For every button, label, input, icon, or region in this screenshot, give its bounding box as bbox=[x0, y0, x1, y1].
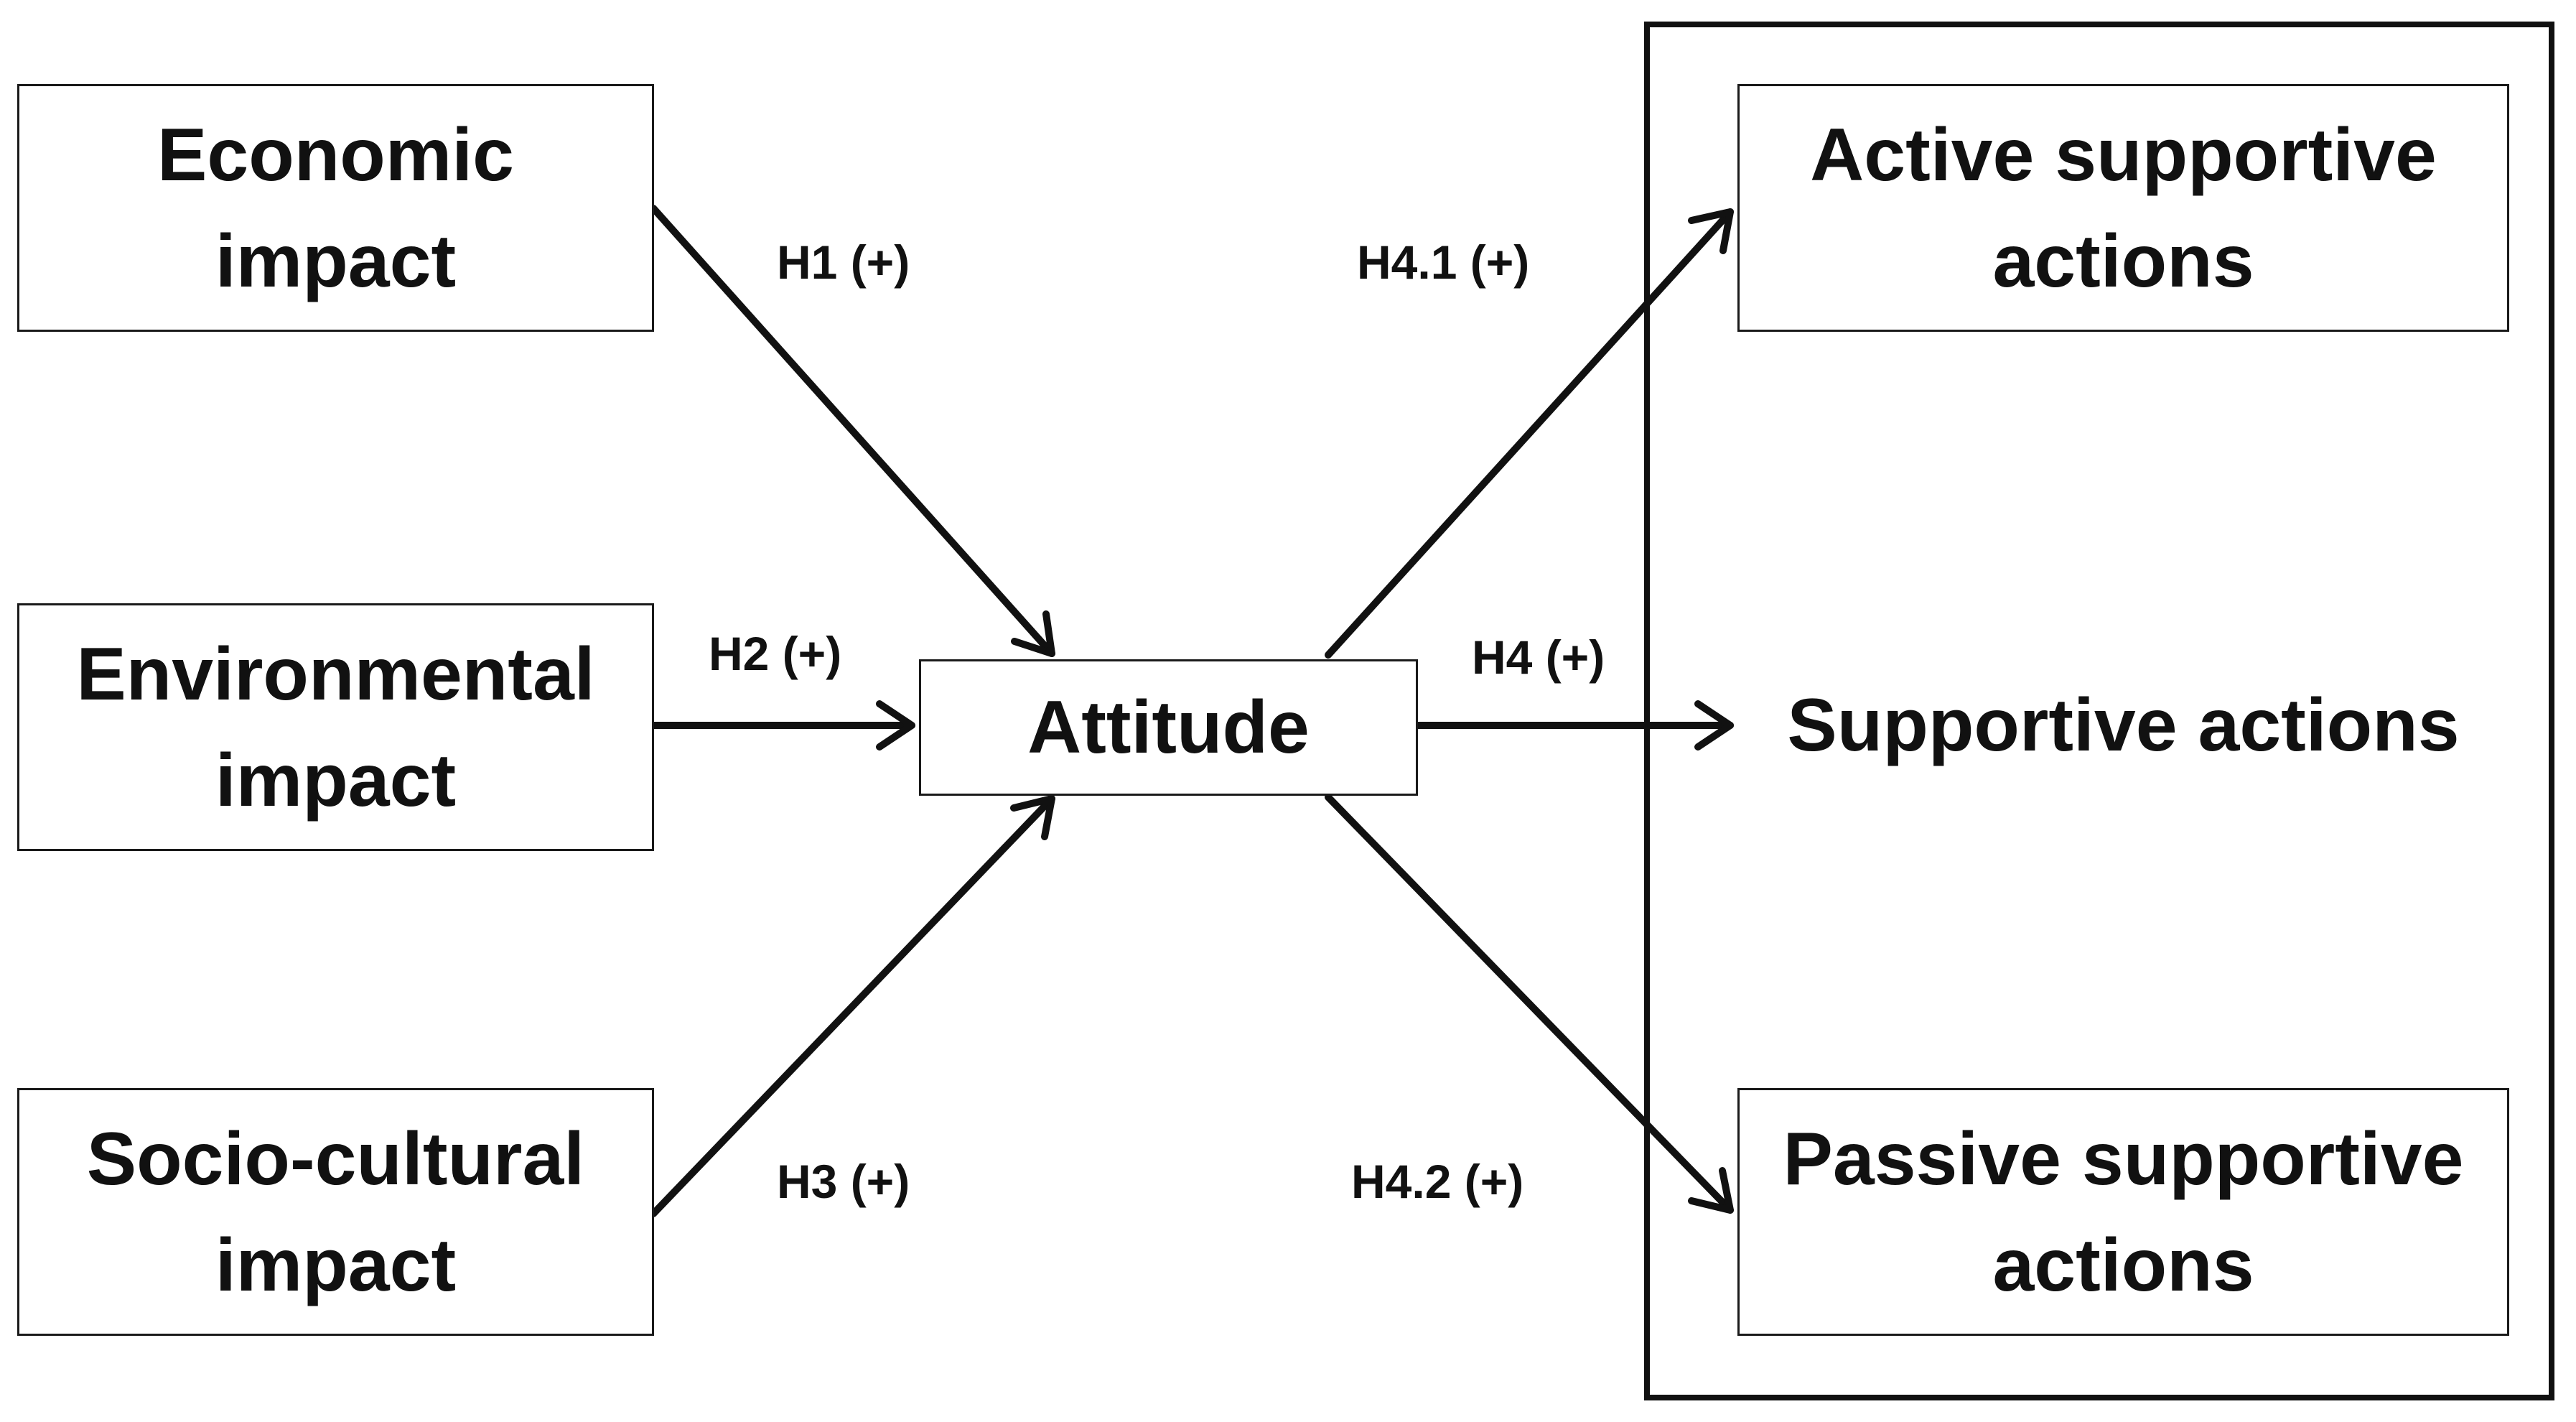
passive-supportive-actions-box: Passive supportive actions bbox=[1737, 1088, 2509, 1336]
hypothesis-label-h4-2: H4.2 (+) bbox=[1351, 1155, 1524, 1208]
passive-supportive-line2: actions bbox=[1992, 1223, 2254, 1307]
hypothesis-label-h4: H4 (+) bbox=[1472, 631, 1605, 684]
hypothesis-label-h1: H1 (+) bbox=[777, 236, 910, 289]
arrowhead-h2 bbox=[876, 700, 915, 750]
arrowhead-h4-1 bbox=[1688, 208, 1734, 254]
socio-cultural-impact-line2: impact bbox=[215, 1223, 457, 1307]
arrowhead-h4-2 bbox=[1688, 1167, 1734, 1214]
arrow-h4-1 bbox=[1325, 208, 1734, 659]
economic-impact-box: Economic impact bbox=[17, 84, 654, 332]
hypothesis-label-h2: H2 (+) bbox=[709, 627, 842, 680]
attitude-label: Attitude bbox=[1027, 686, 1310, 769]
attitude-box: Attitude bbox=[919, 659, 1418, 796]
arrow-h3 bbox=[650, 795, 1055, 1217]
environmental-impact-line1: Environmental bbox=[76, 632, 595, 716]
arrowhead-h1 bbox=[1011, 610, 1055, 657]
arrow-h4-2 bbox=[1325, 794, 1734, 1214]
active-supportive-line2: actions bbox=[1992, 219, 2254, 303]
socio-cultural-impact-line1: Socio-cultural bbox=[86, 1117, 585, 1201]
arrow-h1 bbox=[650, 205, 1055, 657]
supportive-actions-group-frame bbox=[1644, 22, 2554, 1400]
active-supportive-line1: Active supportive bbox=[1810, 113, 2437, 197]
active-supportive-actions-box: Active supportive actions bbox=[1737, 84, 2509, 332]
economic-impact-line2: impact bbox=[215, 219, 457, 303]
socio-cultural-impact-box: Socio-cultural impact bbox=[17, 1088, 654, 1336]
environmental-impact-line2: impact bbox=[215, 738, 457, 822]
hypothesis-label-h4-1: H4.1 (+) bbox=[1357, 236, 1530, 289]
arrowhead-h3 bbox=[1010, 795, 1055, 840]
passive-supportive-line1: Passive supportive bbox=[1783, 1117, 2464, 1201]
arrowhead-h4 bbox=[1694, 700, 1734, 750]
environmental-impact-box: Environmental impact bbox=[17, 603, 654, 851]
supportive-actions-label: Supportive actions bbox=[1787, 684, 2460, 767]
hypothesis-label-h3: H3 (+) bbox=[777, 1155, 910, 1208]
economic-impact-line1: Economic bbox=[157, 113, 514, 197]
